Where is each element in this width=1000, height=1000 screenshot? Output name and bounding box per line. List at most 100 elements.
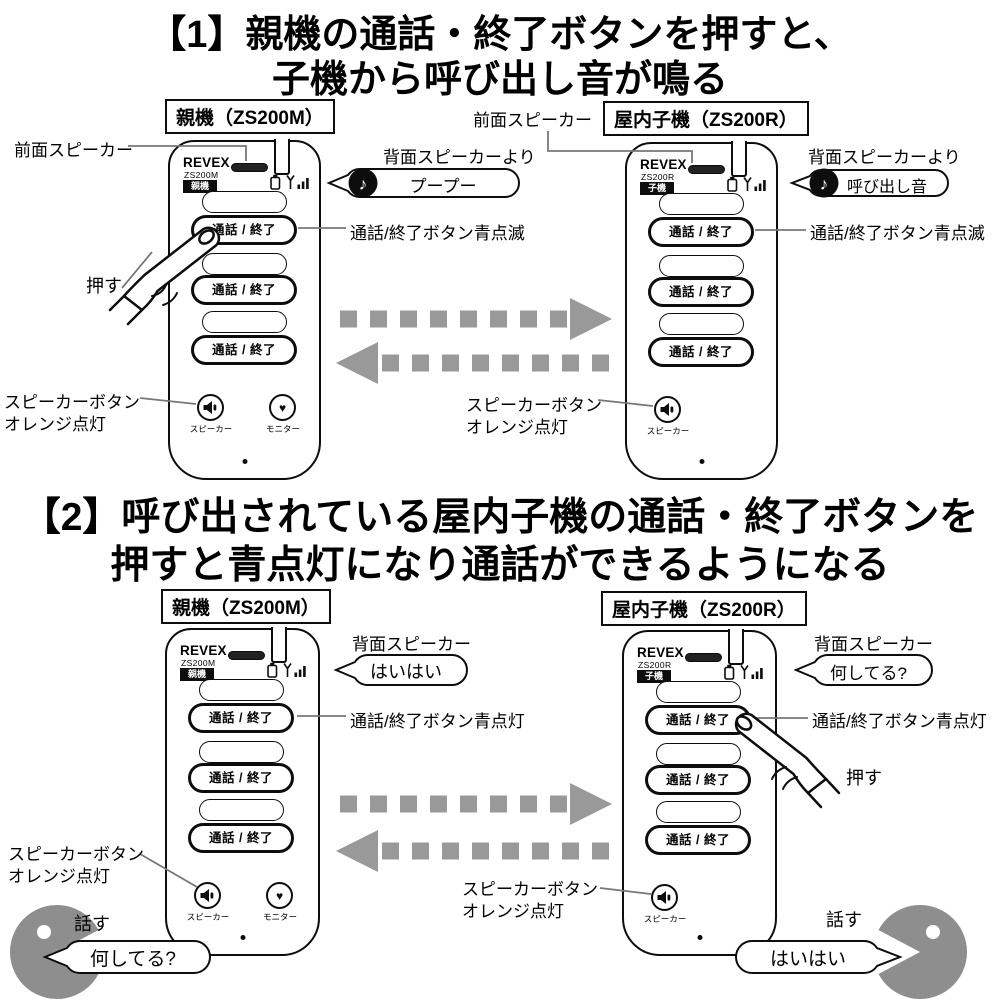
device-header-parent-1: 親機（ZS200M） [165,99,335,134]
speaker-icon [660,403,674,416]
antenna-slot [274,139,290,176]
beep-bubble-text: プープー [409,177,477,196]
device-header-parent-2: 親機（ZS200M） [161,589,331,624]
speaker-button-callout-line2: オレンジ点灯 [8,867,110,886]
device-type-badge: 子機 [637,670,672,683]
brand-logo: REVEX [640,157,687,172]
signal-antenna-icon [743,177,766,191]
label-window [202,311,287,333]
speaker-button-label: スピーカー [186,912,230,922]
ring-bubble-text: 呼び出し音 [846,179,927,196]
brand-logo: REVEX [180,643,227,658]
front-speaker-label: 前面スピーカー [14,141,133,160]
label-window [656,743,741,765]
speaker-button [194,882,221,909]
eye-dot [926,925,940,939]
heart-icon: ♥ [278,400,287,415]
rear-speaker-from-label: 背面スピーカーより [808,148,961,167]
whatdoing-bubble-text: 何してる? [90,949,176,970]
monitor-button: ♥ [269,394,296,421]
speaker-button-callout-line2: オレンジ点灯 [4,415,106,434]
front-speaker-slot [685,653,722,662]
talk-end-button: 通話 / 終了 [191,275,297,305]
monitor-button-label: モニター [262,912,297,922]
talk-end-button: 通話 / 終了 [191,335,297,365]
talk-end-button: 通話 / 終了 [648,217,754,247]
music-note-circle [809,168,839,198]
battery-icon [267,662,278,678]
press-label: 押す [86,276,122,296]
speaker-button [651,884,678,911]
monitor-button: ♥ [266,882,293,909]
heart-icon: ♥ [275,888,284,903]
step2-title-line2: 押すと青点灯になり通話ができるようになる [110,544,890,587]
device-type-badge: 子機 [640,182,675,195]
speaker-button-callout-line2: オレンジ点灯 [462,902,564,921]
battery-icon [727,176,738,192]
signal-antenna-icon [740,665,763,679]
talk-end-button: 通話 / 終了 [188,763,294,793]
label-window [659,313,744,335]
speaker-button-label: スピーカー [646,426,690,436]
talk-end-button: 通話 / 終了 [645,825,751,855]
speaker-button-callout-line1: スピーカーボタン [4,393,140,412]
model-number: ZS200M [181,658,216,668]
speaker-button-callout-line1: スピーカーボタン [462,880,598,899]
rear-speaker-from-label: 背面スピーカーより [383,148,536,167]
brand-logo: REVEX [637,645,684,660]
talk-end-button: 通話 / 終了 [188,823,294,853]
mic-dot [697,935,702,940]
speaker-icon [200,889,214,902]
device-header-child-1: 屋内子機（ZS200R） [603,101,809,136]
label-window [202,191,287,213]
label-window [656,681,741,703]
talking-face-right [878,904,968,999]
speaker-button-callout-line1: スピーカーボタン [8,845,144,864]
signal-antenna-icon [286,175,309,189]
arrow-right-icon [570,298,612,340]
battery-icon [270,174,281,190]
brand-logo: REVEX [183,155,230,170]
step1-title-line1: 【1】親機の通話・終了ボタンを押すと、 [148,14,852,56]
front-speaker-label: 前面スピーカー [473,111,592,130]
talk-end-button: 通話 / 終了 [645,765,751,795]
model-number: ZS200R [641,172,675,182]
talk-button-lit-label: 通話/終了ボタン青点灯 [350,712,525,731]
device-parent-unit-1: REVEX ZS200M 親機 通話 / 終了 通話 / 終了 通話 / 終了 … [168,139,321,480]
talk-end-button: 通話 / 終了 [648,277,754,307]
music-note-icon: ♪ [359,175,368,194]
speaker-button [197,394,224,421]
yesyes-bubble-text: はいはい [370,662,442,682]
front-speaker-slot [688,165,725,174]
label-window [199,799,284,821]
device-type-badge: 親機 [183,180,218,193]
rear-speaker-label: 背面スピーカー [352,635,471,654]
talk-end-button: 通話 / 終了 [645,705,751,735]
device-child-unit-1: REVEX ZS200R 子機 通話 / 終了 通話 / 終了 通話 / 終了 … [625,141,778,480]
device-parent-unit-2: REVEX ZS200M 親機 通話 / 終了 通話 / 終了 通話 / 終了 … [165,627,320,956]
talk-end-button: 通話 / 終了 [191,215,297,245]
signal-antenna-icon [283,663,306,677]
antenna-slot [731,141,747,178]
speaker-button [654,396,681,423]
label-window [199,679,284,701]
device-type-badge: 親機 [180,668,215,681]
eye-dot [37,925,51,939]
status-icons [727,176,768,192]
press-label: 押す [846,768,882,788]
speaker-icon [657,891,671,904]
label-window [659,193,744,215]
label-window [659,255,744,277]
step1-title-line2: 子機から呼び出し音が鳴る [271,59,728,101]
arrow-left-icon [336,830,378,872]
model-number: ZS200M [184,170,219,180]
mic-dot [242,459,247,464]
speaker-button-label: スピーカー [643,914,687,924]
talk-button-blink-label: 通話/終了ボタン青点滅 [810,224,985,243]
arrow-right-icon [570,783,612,825]
talk-button-blink-label: 通話/終了ボタン青点滅 [350,224,525,243]
speaker-icon [203,401,217,414]
front-speaker-slot [231,163,268,172]
music-note-circle [348,168,378,198]
talk-label: 話す [74,914,110,934]
